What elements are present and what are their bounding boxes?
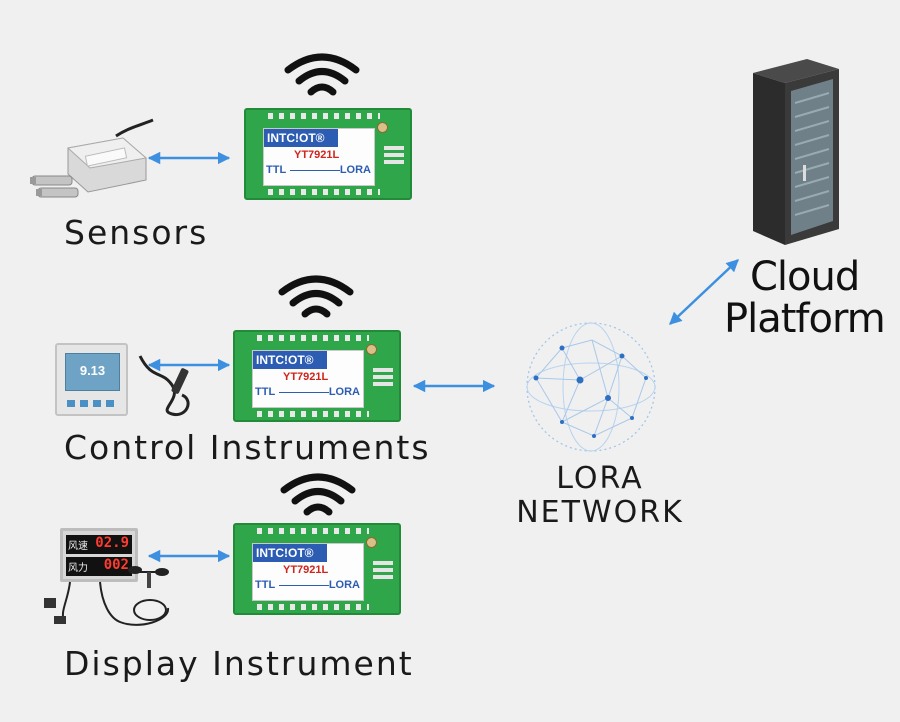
- bidirectional-arrow: [147, 151, 231, 165]
- module-lora: LORA: [328, 386, 360, 398]
- network-globe-icon: [526, 322, 656, 452]
- controller-reading: 9.13: [79, 363, 106, 378]
- module-ttl: TTL: [266, 164, 287, 176]
- wifi-icon: [278, 275, 354, 318]
- wifi-icon: [280, 473, 356, 516]
- anemometer-image: [44, 566, 169, 626]
- display-row2-name: 风力: [68, 563, 88, 574]
- bidirectional-arrow: [669, 259, 739, 325]
- module-brand: INTC!OT®: [253, 351, 327, 369]
- module-lora: LORA: [339, 164, 371, 176]
- display-row1-name: 风速: [68, 541, 88, 552]
- module-label: INTC!OT® YT7921L TTL LORA: [263, 128, 375, 186]
- bidirectional-arrow: [147, 358, 231, 372]
- cloud-platform-line2: Platform: [724, 296, 886, 342]
- sensors-label: Sensors: [64, 213, 209, 252]
- module-ttl: TTL: [255, 579, 276, 591]
- cloud-platform-line1: Cloud: [750, 254, 860, 300]
- wifi-icon: [284, 53, 360, 96]
- module-brand: INTC!OT®: [253, 544, 327, 562]
- display-row1-value: 02.9: [95, 535, 129, 551]
- cloud-platform-label: Cloud Platform: [724, 254, 886, 342]
- probe-cable-image: [138, 355, 190, 417]
- module-lora: LORA: [328, 579, 360, 591]
- bidirectional-arrow: [147, 549, 231, 563]
- module-label: INTC!OT® YT7921L TTL LORA: [252, 543, 364, 601]
- controller-device: 9.13: [55, 343, 128, 416]
- lora-module-board: INTC!OT® YT7921L TTL LORA: [233, 330, 401, 422]
- lora-module-board: INTC!OT® YT7921L TTL LORA: [233, 523, 401, 615]
- module-ttl: TTL: [255, 386, 276, 398]
- module-model: YT7921L: [294, 149, 340, 161]
- server-rack-image: [753, 59, 839, 245]
- display-row2-value: 002: [103, 557, 129, 573]
- lora-module-board: INTC!OT® YT7921L TTL LORA: [244, 108, 412, 200]
- bidirectional-arrow: [412, 379, 496, 393]
- lora-network-line2: NETWORK: [516, 495, 684, 530]
- module-model: YT7921L: [283, 371, 329, 383]
- pressure-sensor-image: [30, 118, 154, 198]
- module-brand: INTC!OT®: [264, 129, 338, 147]
- module-label: INTC!OT® YT7921L TTL LORA: [252, 350, 364, 408]
- display-panel: 风速 02.9 风力 002: [60, 528, 138, 582]
- lora-network-line1: LORA: [556, 461, 644, 496]
- module-model: YT7921L: [283, 564, 329, 576]
- lora-network-label: LORA NETWORK: [490, 462, 710, 530]
- control-instruments-label: Control Instruments: [64, 428, 431, 467]
- display-instrument-label: Display Instrument: [64, 644, 414, 683]
